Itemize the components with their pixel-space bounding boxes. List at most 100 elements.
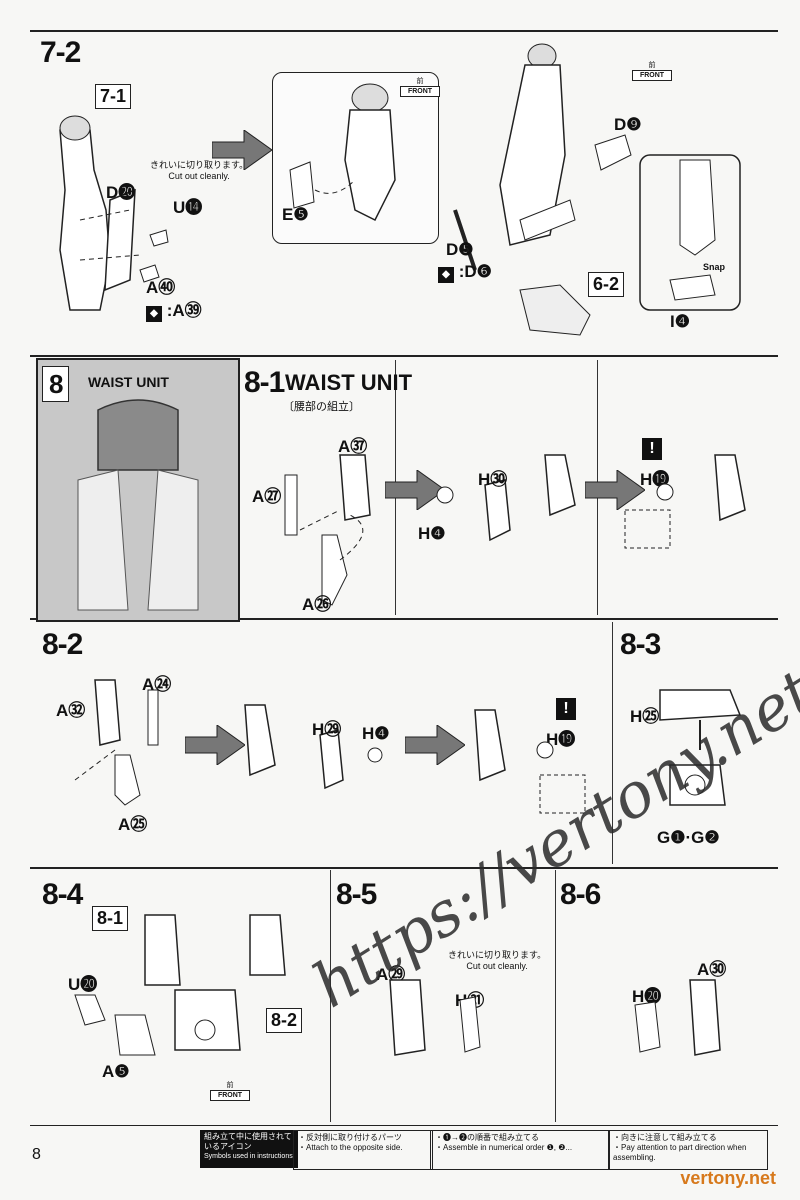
part-A37: A㊲ — [338, 437, 368, 456]
legend-title-en: Symbols used in instructions — [204, 1153, 293, 1160]
step-8-3-title: 8-3 — [620, 628, 661, 661]
opposite-side-icon: ◆ — [146, 306, 162, 322]
box-label-8-2: 8-2 — [266, 1008, 303, 1033]
page-number: 8 — [32, 1146, 41, 1163]
part-drawing-8-1b — [436, 454, 576, 542]
step-8-panel — [36, 358, 240, 622]
box-label-6-2: 6-2 — [588, 272, 625, 297]
rule-row2 — [30, 355, 778, 357]
front-jp: 前 — [226, 1082, 234, 1089]
step-8-4-title: 8-4 — [42, 878, 83, 911]
part-H25: H㉕ — [630, 707, 660, 726]
part-A26: A㉖ — [302, 595, 332, 614]
step-8-number: 8 — [42, 366, 70, 402]
part-A24: A㉔ — [142, 675, 172, 694]
divider — [330, 870, 331, 1122]
legend-order: ・❶→❷の順番で組み立てる ・Assemble in numerical ord… — [430, 1130, 610, 1170]
box-label-7-1: 7-1 — [95, 84, 132, 109]
part-drawing-8-5 — [389, 979, 481, 1056]
part-H4: H❹ — [418, 524, 446, 543]
part-drawing-8-1a — [284, 454, 371, 606]
part-D6-label: :D❻ — [458, 262, 492, 281]
step-8-6-title: 8-6 — [560, 878, 601, 911]
part-A27: A㉗ — [252, 487, 282, 506]
legend-order-jp: ・❶→❷の順番で組み立てる — [435, 1133, 539, 1142]
front-en: FRONT — [210, 1090, 250, 1101]
front-indicator: 前 FRONT — [632, 60, 672, 81]
legend-opposite-jp: ・反対側に取り付けるパーツ — [298, 1133, 402, 1142]
legend-attention-jp: ・向きに注意して組み立てる — [613, 1133, 717, 1142]
part-H4: H❹ — [362, 724, 390, 743]
part-drawing-8-1c — [624, 454, 746, 549]
legend-opposite: ・反対側に取り付けるパーツ ・Attach to the opposite si… — [293, 1130, 433, 1170]
part-A30: A㉚ — [697, 960, 727, 979]
attention-icon: ! — [642, 438, 662, 460]
part-drawing-8-2a — [74, 679, 159, 806]
cut-note-en: Cut out cleanly. — [466, 961, 528, 971]
part-drawing-8-4 — [74, 914, 286, 1056]
site-watermark: vertony.net — [680, 1168, 776, 1188]
cut-note-8-5: きれいに切り取ります。 Cut out cleanly. — [448, 950, 546, 972]
legend-opposite-en: ・Attach to the opposite side. — [298, 1143, 403, 1152]
legend-title-jp: 組み立て中に使用されているアイコン — [204, 1132, 292, 1151]
part-drawing-8-2b — [244, 704, 383, 790]
rule-row4 — [30, 867, 778, 869]
step-8-1-subtitle: 〔腰部の組立〕 — [283, 401, 360, 413]
front-en: FRONT — [400, 86, 440, 97]
part-drawing-8-6 — [634, 979, 721, 1056]
part-A39-label: :A㊴ — [166, 301, 202, 320]
flow-arrow — [385, 470, 445, 510]
step-8-1-title: 8-1 — [244, 366, 285, 399]
rule-footer — [30, 1125, 778, 1126]
part-H30: H㉚ — [478, 470, 508, 489]
part-drawing-8-3 — [659, 689, 742, 806]
legend-order-en: ・Assemble in numerical order ❶, ❷... — [435, 1143, 573, 1152]
part-A40: A㊵ — [146, 278, 176, 297]
step-8-1-heading: WAIST UNIT — [285, 370, 413, 395]
divider — [612, 622, 613, 864]
front-jp: 前 — [416, 78, 424, 85]
opposite-side-icon: ◆ — [438, 267, 454, 283]
flow-arrow — [585, 470, 645, 510]
part-D5: D❺ — [446, 240, 474, 259]
attention-icon: ! — [556, 698, 576, 720]
front-indicator: 前 FRONT — [210, 1080, 250, 1101]
snap-note: Snap — [703, 262, 726, 272]
rule-row3 — [30, 618, 778, 620]
box-label-8-1: 8-1 — [92, 906, 129, 931]
part-H20: H⓴ — [632, 987, 662, 1006]
front-en: FRONT — [632, 70, 672, 81]
step-7-2-title: 7-2 — [40, 36, 81, 69]
part-D20: D⓴ — [106, 183, 136, 202]
arm-drawing-7-2 — [453, 43, 741, 336]
part-H19: H⓳ — [546, 730, 576, 749]
part-drawing-8-2c — [474, 709, 586, 814]
part-A25: A㉕ — [118, 815, 148, 834]
front-indicator: 前 FRONT — [400, 76, 440, 97]
leg-drawing-7-2 — [59, 115, 169, 311]
part-G1-G2: G❶·G❷ — [657, 828, 720, 847]
part-E5: E❺ — [282, 205, 309, 224]
step-8-title: WAIST UNIT — [88, 374, 169, 390]
part-U14: U⓮ — [173, 198, 203, 217]
divider — [555, 870, 556, 1122]
part-D9: D❾ — [614, 115, 642, 134]
flow-arrow — [212, 130, 272, 170]
flow-arrow — [405, 725, 465, 765]
part-A5: A❺ — [102, 1062, 130, 1081]
step-8-5-title: 8-5 — [336, 878, 377, 911]
cut-note-jp: きれいに切り取ります。 — [150, 160, 249, 170]
legend-attention-en: ・Pay attention to part direction when as… — [613, 1143, 747, 1162]
legend-title: 組み立て中に使用されているアイコン Symbols used in instru… — [200, 1130, 298, 1168]
cut-note-en: Cut out cleanly. — [168, 171, 230, 181]
part-A32: A㉜ — [56, 701, 86, 720]
part-I4: I❹ — [670, 312, 690, 331]
waist-unit-illustration — [77, 399, 199, 611]
flow-arrow — [185, 725, 245, 765]
legend-attention: ・向きに注意して組み立てる ・Pay attention to part dir… — [608, 1130, 768, 1170]
front-jp: 前 — [648, 62, 656, 69]
part-D6: ◆ :D❻ — [438, 262, 492, 283]
part-H29: H㉙ — [312, 720, 342, 739]
cut-note-7-2: きれいに切り取ります。 Cut out cleanly. — [150, 160, 248, 182]
cut-note-jp: きれいに切り取ります。 — [448, 950, 547, 960]
